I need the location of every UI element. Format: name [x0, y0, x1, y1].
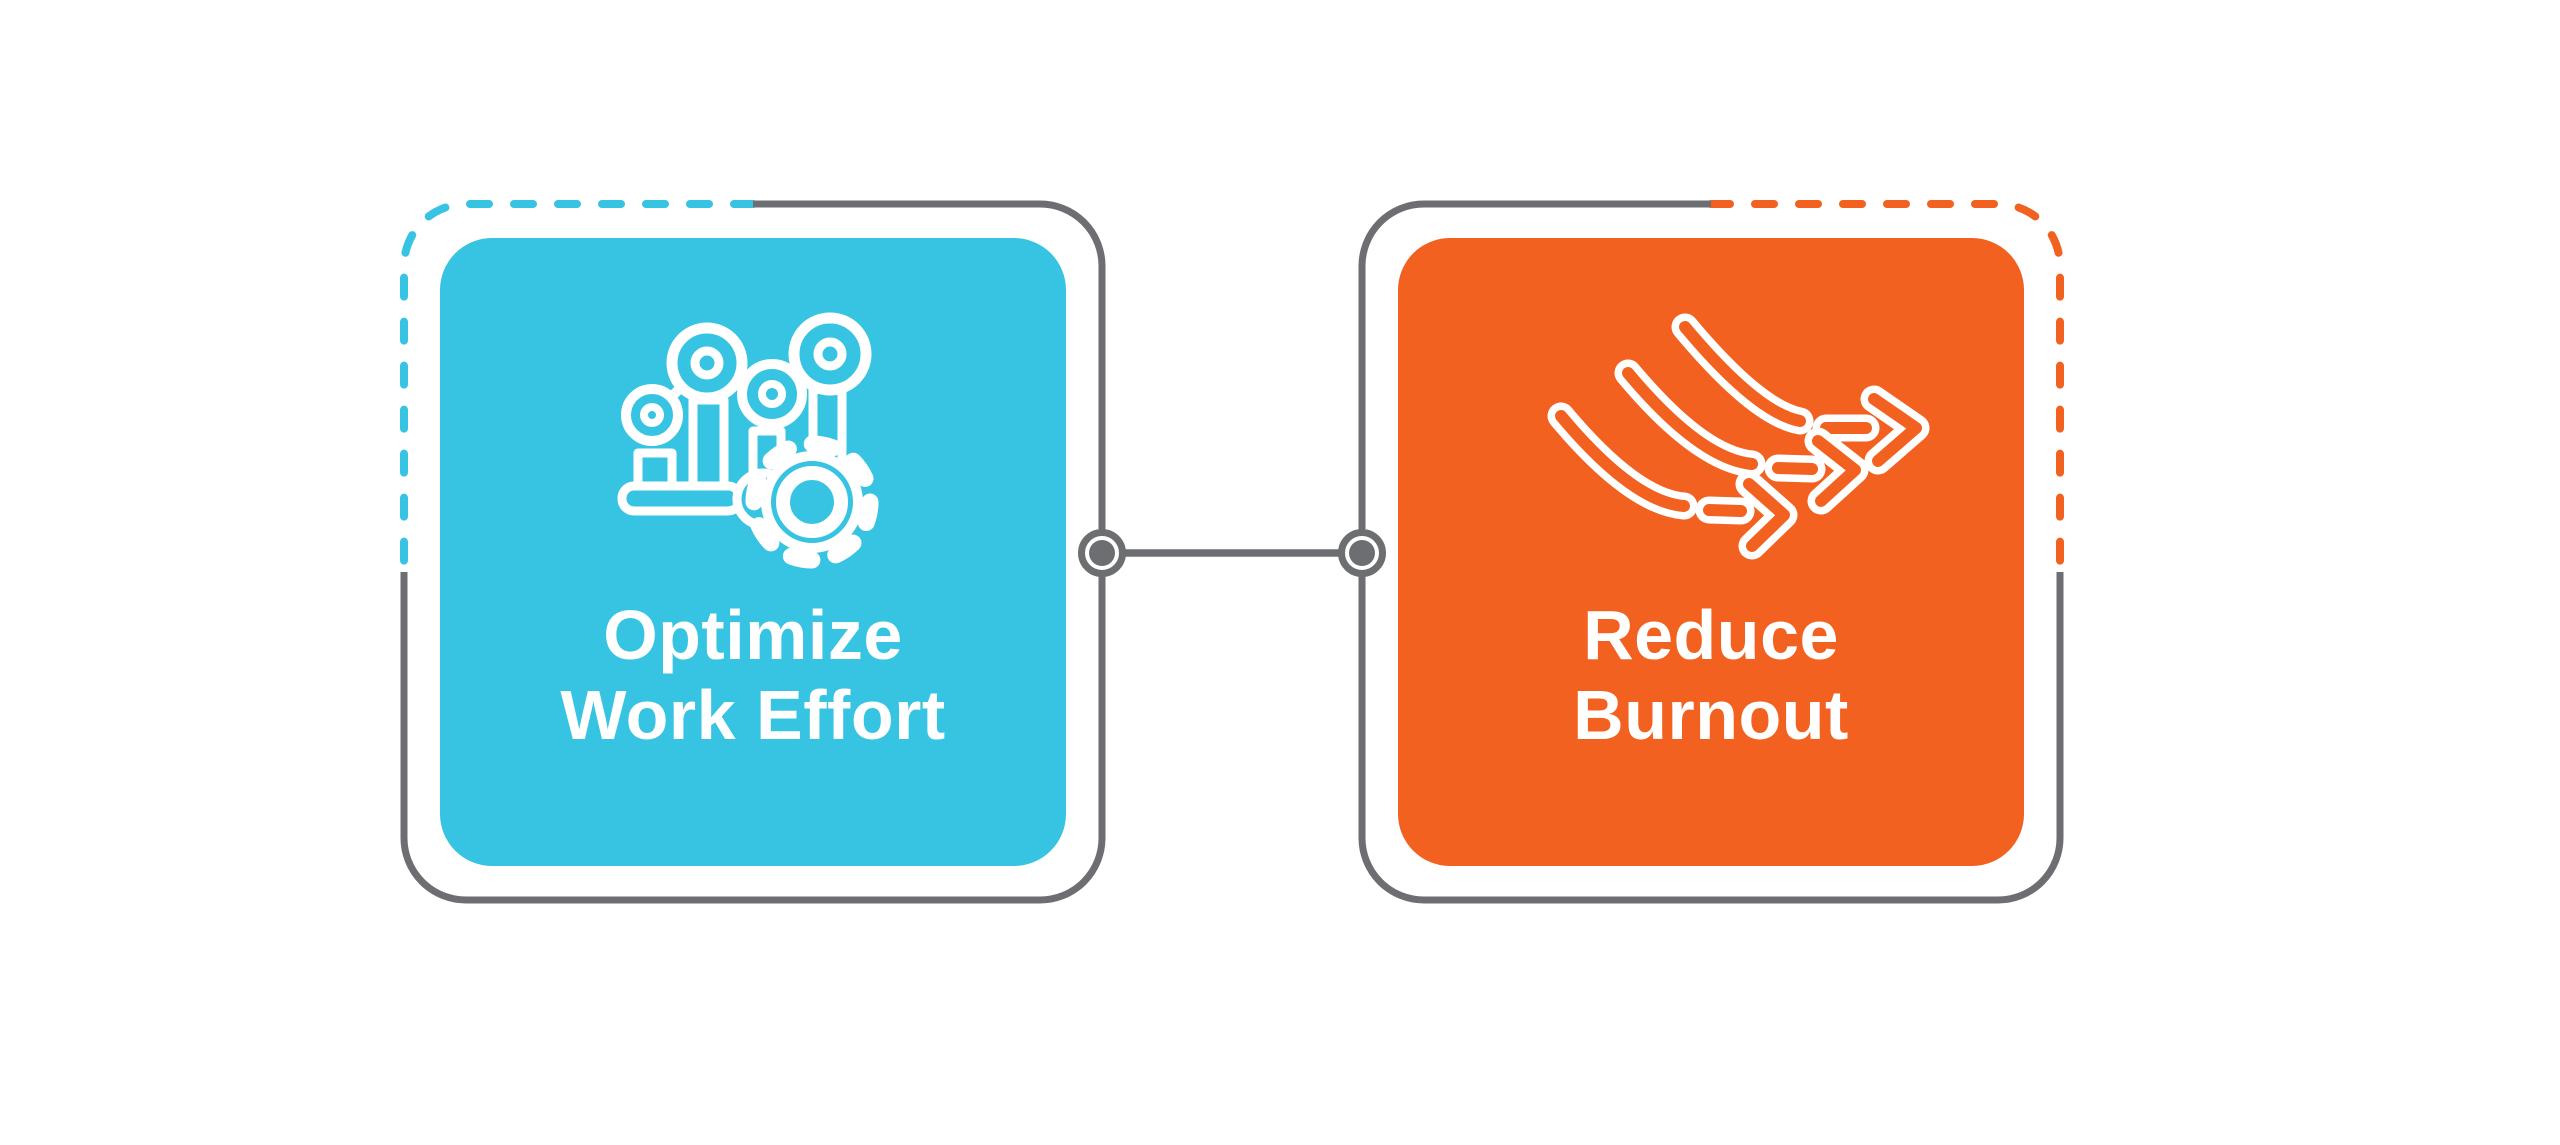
connector [1078, 529, 1386, 577]
burnout-label-line1: Reduce [1583, 596, 1839, 674]
optimize-label-line1: Optimize [603, 596, 903, 674]
curved-arrow [1671, 313, 1930, 475]
bar-chart-gear-icon [617, 312, 879, 569]
burnout-card [1398, 238, 2024, 866]
bullseye-node [666, 322, 748, 404]
bullseye-node [621, 384, 683, 446]
bullseye-node [737, 359, 807, 429]
curved-arrow [1547, 402, 1798, 560]
burnout-solid-border [1358, 200, 2064, 904]
optimize-card [440, 238, 1066, 866]
burnout-label-line2: Burnout [1573, 676, 1849, 754]
bullseye-node [788, 312, 872, 396]
node-reduce-burnout[interactable]: Reduce Burnout [1358, 200, 2064, 904]
connector-endpoint-right [1338, 529, 1386, 577]
connector-endpoint-left [1078, 529, 1126, 577]
descending-arrows-icon [1547, 313, 1930, 560]
gear-icon [745, 435, 879, 569]
node-optimize-work-effort[interactable]: Optimize Work Effort [400, 200, 1106, 904]
curved-arrow [1614, 359, 1869, 515]
optimize-solid-border [400, 200, 1106, 904]
optimize-label-line2: Work Effort [560, 676, 945, 754]
